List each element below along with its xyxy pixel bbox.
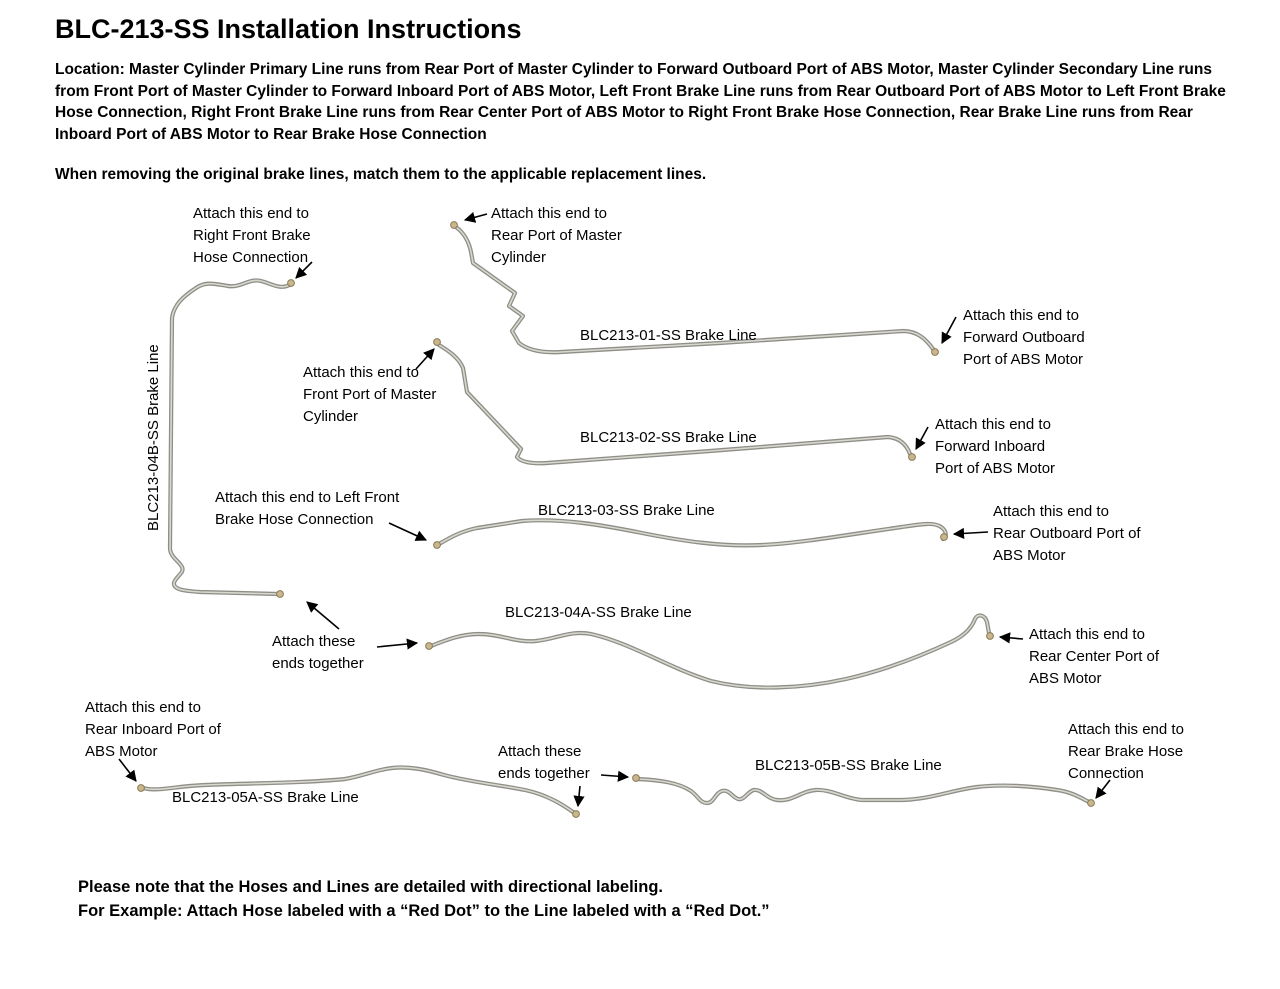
fitting-05b-right <box>1087 799 1095 807</box>
annotation-rear-inboard-abs: Attach this end to Rear Inboard Port of … <box>85 699 221 760</box>
annotation-rear-port-master-cylinder: Attach this end to Rear Port of Master C… <box>491 205 622 266</box>
brake-line-blc213-04b-path <box>167 278 294 597</box>
arrow-forward-outboard <box>941 316 957 344</box>
arrow-left-front-hose <box>388 522 428 541</box>
label-blc213-04b: BLC213-04B-SS Brake Line <box>145 344 162 531</box>
brake-line-blc213-05a-path <box>140 765 576 815</box>
brake-line-blc213-03-path <box>436 518 948 548</box>
fitting-04a-right <box>986 632 994 640</box>
annotation-right-front-brake-hose: Attach this end to Right Front Brake Hos… <box>193 205 311 266</box>
annotation-rear-outboard-abs: Attach this end to Rear Outboard Port of… <box>993 503 1141 564</box>
arrow-ends-together-mid-left <box>306 601 340 630</box>
annotation-arrows <box>118 211 1111 808</box>
annotation-front-port-master-cylinder: Attach this end to Front Port of Master … <box>303 364 437 425</box>
brake-line-blc213-01-path <box>453 224 936 355</box>
arrow-ends-together-mid-right <box>376 638 419 650</box>
fitting-03-right <box>940 533 948 541</box>
brake-line-blc213-04a-path <box>428 613 992 690</box>
fitting-05a-right <box>572 810 580 818</box>
footer-note-2: For Example: Attach Hose labeled with a … <box>78 902 770 920</box>
annotation-rear-brake-hose: Attach this end to Rear Brake Hose Conne… <box>1068 721 1184 782</box>
fitting-01-right <box>931 348 939 356</box>
fitting-04b-bottom <box>276 590 284 598</box>
line-end-fittings <box>137 221 1095 818</box>
footer-note-1: Please note that the Hoses and Lines are… <box>78 878 663 896</box>
match-note: When removing the original brake lines, … <box>55 166 707 183</box>
annotation-left-front-brake-hose: Attach this end to Left Front Brake Hose… <box>215 489 400 528</box>
label-blc213-03: BLC213-03-SS Brake Line <box>538 502 715 519</box>
annotation-ends-together-mid: Attach these ends together <box>272 633 364 672</box>
fitting-05a-left <box>137 784 145 792</box>
annotation-rear-center-abs: Attach this end to Rear Center Port of A… <box>1029 626 1160 687</box>
annotation-ends-together-bottom: Attach these ends together <box>498 743 590 782</box>
location-paragraph: Location: Master Cylinder Primary Line r… <box>55 61 1226 143</box>
arrow-rear-brake-hose <box>1095 779 1111 799</box>
annotation-forward-outboard-abs: Attach this end to Forward Outboard Port… <box>963 307 1085 368</box>
arrow-rear-port-master <box>463 211 488 223</box>
brake-line-blc213-05b-path <box>634 776 1092 806</box>
label-blc213-02: BLC213-02-SS Brake Line <box>580 429 757 446</box>
fitting-03-left <box>433 541 441 549</box>
page-title: BLC-213-SS Installation Instructions <box>55 14 522 44</box>
arrow-rear-outboard <box>952 527 989 539</box>
label-blc213-04a: BLC213-04A-SS Brake Line <box>505 604 692 621</box>
brake-line-blc213-02-path <box>436 342 913 466</box>
annotation-forward-inboard-abs: Attach this end to Forward Inboard Port … <box>935 416 1056 477</box>
fitting-04b-top <box>287 279 295 287</box>
fitting-01-left <box>450 221 458 229</box>
arrow-forward-inboard <box>915 426 929 450</box>
label-blc213-05a: BLC213-05A-SS Brake Line <box>172 789 359 806</box>
arrow-rear-inboard <box>118 758 137 782</box>
label-blc213-05b: BLC213-05B-SS Brake Line <box>755 757 942 774</box>
arrow-front-port-master <box>415 348 435 370</box>
fitting-02-top <box>433 338 441 346</box>
arrow-rear-center <box>998 632 1024 644</box>
arrow-ends-together-bottom-down <box>573 785 585 808</box>
arrow-right-front-hose <box>295 261 313 279</box>
fitting-04a-left <box>425 642 433 650</box>
label-blc213-01: BLC213-01-SS Brake Line <box>580 327 757 344</box>
arrow-ends-together-bottom-right <box>600 770 630 782</box>
fitting-02-right <box>908 453 916 461</box>
fitting-05b-left <box>632 774 640 782</box>
